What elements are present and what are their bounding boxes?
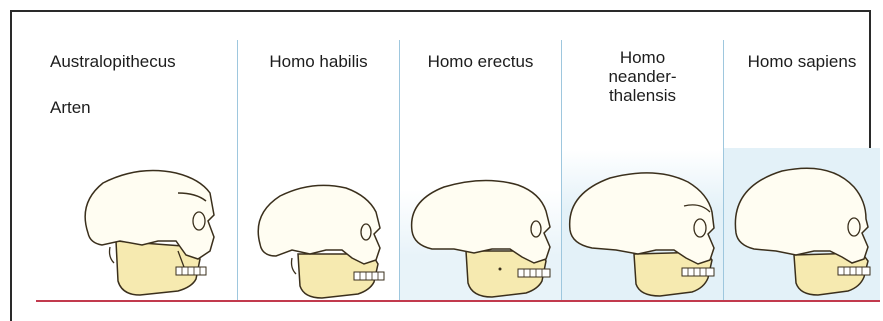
- label-homo-erectus: Homo erectus: [400, 52, 561, 71]
- column-homo-sapiens: Homo sapiens: [724, 40, 880, 321]
- label-homo-neanderthalensis: Homo neander- thalensis: [562, 48, 723, 105]
- homo-neanderthalensis-skull-illustration: [564, 168, 724, 303]
- label-homo-habilis: Homo habilis: [238, 52, 399, 71]
- label-homo-sapiens: Homo sapiens: [724, 52, 880, 71]
- column-homo-habilis: Homo habilis: [238, 40, 400, 321]
- lower-strip: [36, 302, 880, 321]
- label-arten: Arten: [50, 98, 91, 118]
- label-australopithecus: Australopithecus: [36, 52, 237, 71]
- homo-sapiens-skull-illustration: [730, 163, 878, 303]
- australopithecus-skull-illustration: [58, 163, 228, 303]
- column-homo-neanderthalensis: Homo neander- thalensis: [562, 40, 724, 321]
- homo-erectus-skull-illustration: [404, 173, 560, 303]
- homo-habilis-skull-illustration: [246, 178, 396, 303]
- column-australopithecus: Australopithecus Arten: [36, 40, 238, 321]
- column-homo-erectus: Homo erectus: [400, 40, 562, 321]
